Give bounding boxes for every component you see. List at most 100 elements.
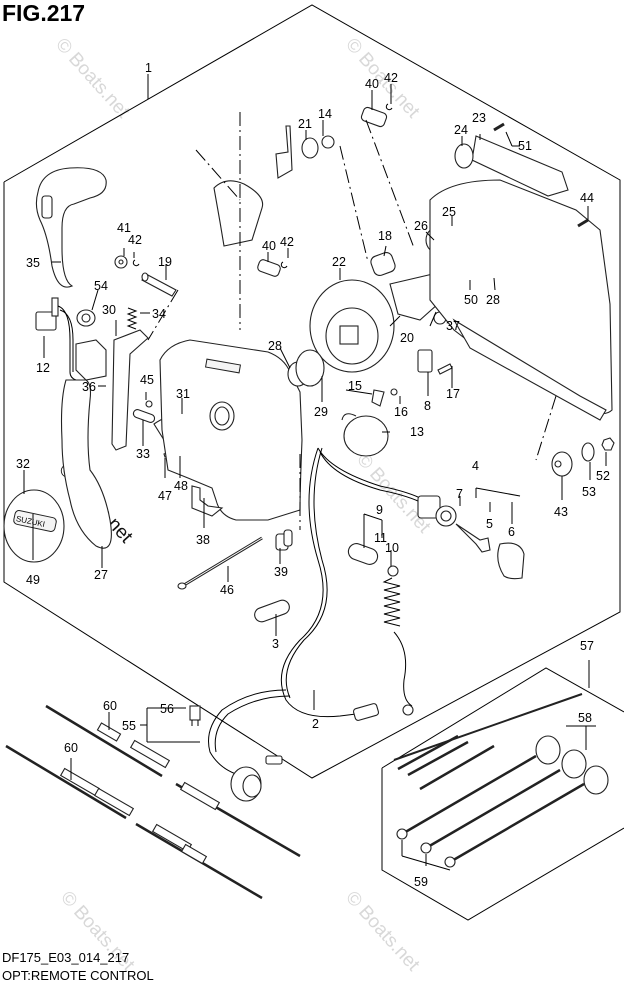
callout-31: 31 xyxy=(176,387,190,401)
callout-57: 57 xyxy=(580,639,594,653)
callout-30: 30 xyxy=(102,303,116,317)
callout-45: 45 xyxy=(140,373,154,387)
callout-56: 56 xyxy=(160,702,174,716)
watermark: © Boats.net xyxy=(51,34,134,123)
callout-4: 4 xyxy=(472,459,479,473)
callout-15: 15 xyxy=(348,379,362,393)
figure-title: FIG.217 xyxy=(2,0,86,26)
callout-33: 33 xyxy=(136,447,150,461)
callout-38: 38 xyxy=(196,533,210,547)
callout-21: 21 xyxy=(298,117,312,131)
lever-plate xyxy=(111,329,149,451)
terminal-cap xyxy=(275,529,293,551)
callout-42: 42 xyxy=(128,233,142,247)
callout-12: 12 xyxy=(36,361,50,375)
callout-58: 58 xyxy=(578,711,592,725)
callout-18: 18 xyxy=(378,229,392,243)
watermark: © Boats.net xyxy=(341,887,424,976)
callout-46: 46 xyxy=(220,583,234,597)
lever-stopper-mid xyxy=(257,259,288,277)
callout-1: 1 xyxy=(145,61,152,75)
callout-54: 54 xyxy=(94,279,108,293)
buzzer-clip xyxy=(371,388,398,407)
diagram-caption: OPT:REMOTE CONTROL xyxy=(2,968,154,983)
kit-frame-line xyxy=(381,768,624,921)
kit-frame-line xyxy=(381,667,624,769)
kit-outline xyxy=(381,660,624,921)
callout-3: 3 xyxy=(272,637,279,651)
washer xyxy=(76,309,96,327)
callout-37: 37 xyxy=(446,319,460,333)
callout-35: 35 xyxy=(26,256,40,270)
callout-55: 55 xyxy=(122,719,136,733)
pivot-pin xyxy=(141,272,177,297)
callout-6: 6 xyxy=(508,525,515,539)
warning-buzzer xyxy=(341,413,389,457)
lever-stopper-top xyxy=(360,103,393,128)
handle-cover xyxy=(454,122,569,197)
callout-28: 28 xyxy=(486,293,500,307)
detent-spring xyxy=(126,307,138,330)
callout-47: 47 xyxy=(158,489,172,503)
callout-39: 39 xyxy=(274,565,288,579)
callout-2: 2 xyxy=(312,717,319,731)
callout-42: 42 xyxy=(384,71,398,85)
callout-49: 49 xyxy=(26,573,40,587)
housing-screw xyxy=(577,218,589,228)
callout-16: 16 xyxy=(394,405,408,419)
callout-53: 53 xyxy=(582,485,596,499)
callout-22: 22 xyxy=(332,255,346,269)
switch-bracket xyxy=(75,339,107,381)
callout-51: 51 xyxy=(518,139,532,153)
diagram-code: DF175_E03_014_217 xyxy=(2,950,130,965)
side-cover: SUZUKI xyxy=(3,489,65,563)
wiring-harness xyxy=(208,447,425,777)
rear-housing xyxy=(429,179,613,421)
handle-grip xyxy=(35,167,107,288)
callout-25: 25 xyxy=(442,205,456,219)
callout-5: 5 xyxy=(486,517,493,531)
callout-41: 41 xyxy=(117,221,131,235)
callout-13: 13 xyxy=(410,425,424,439)
callout-11: 11 xyxy=(374,531,387,545)
kit-contents xyxy=(393,693,609,868)
long-screw xyxy=(177,536,263,590)
callout-24: 24 xyxy=(454,123,468,137)
callout-8: 8 xyxy=(424,399,431,413)
callout-44: 44 xyxy=(580,191,594,205)
callout-26: 26 xyxy=(414,219,428,233)
friction-plate xyxy=(309,279,395,373)
callout-27: 27 xyxy=(94,568,108,582)
control-lever-arm xyxy=(60,379,112,549)
callout-28: 28 xyxy=(268,339,282,353)
assembly-guide-lines xyxy=(147,112,557,530)
leader-lines xyxy=(23,84,607,871)
callout-labels: 1 40 42 14 21 24 23 51 44 41 42 19 40 42… xyxy=(16,61,610,889)
callout-32: 32 xyxy=(16,457,30,471)
fuse xyxy=(189,705,201,726)
callout-14: 14 xyxy=(318,107,332,121)
callout-42: 42 xyxy=(280,235,294,249)
callout-40: 40 xyxy=(365,77,379,91)
watermark: © Boats.net xyxy=(352,449,435,538)
callout-48: 48 xyxy=(174,479,188,493)
assembly-frame-line xyxy=(3,4,621,779)
throttle-clamp xyxy=(275,125,335,179)
callout-29: 29 xyxy=(314,405,328,419)
callout-36: 36 xyxy=(82,380,96,394)
control-cables xyxy=(5,704,301,900)
main-harness-connector xyxy=(230,755,283,802)
callout-9: 9 xyxy=(376,503,383,517)
callout-52: 52 xyxy=(596,469,610,483)
clip-bracket xyxy=(191,485,224,517)
callout-50: 50 xyxy=(464,293,478,307)
callout-43: 43 xyxy=(554,505,568,519)
callout-60: 60 xyxy=(64,741,78,755)
control-housing xyxy=(159,339,303,521)
grommet xyxy=(254,599,290,623)
emergency-stop-switch xyxy=(347,543,414,716)
washer-clip-left xyxy=(114,255,140,269)
callout-34: 34 xyxy=(152,307,166,321)
callout-23: 23 xyxy=(472,111,486,125)
